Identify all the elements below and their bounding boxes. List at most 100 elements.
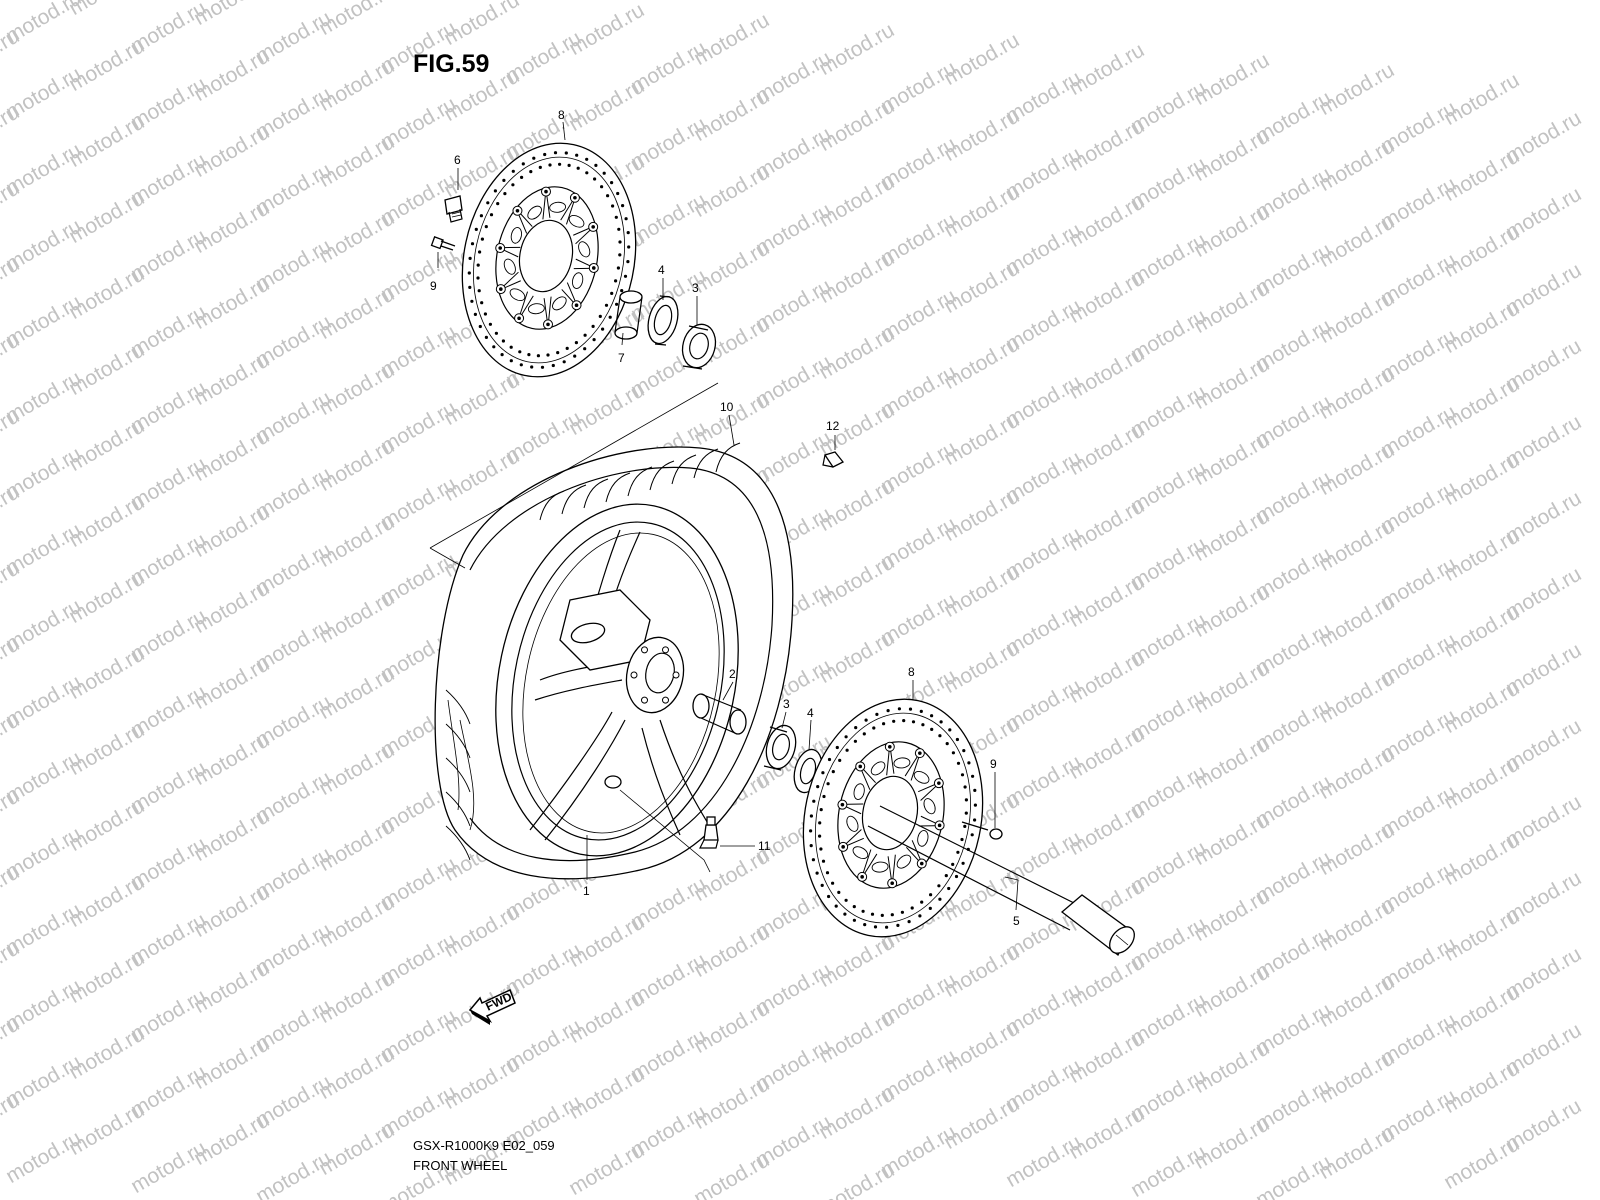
part-label-10: 10 [720,400,734,414]
disc-carrier-window [549,201,567,213]
leader-lines [429,121,1019,911]
disc-vent-hole [964,798,969,802]
part-label-6: 6 [454,153,461,167]
disc-vent-hole [809,844,813,848]
disc-vent-hole [608,315,612,319]
disc-vent-hole [538,165,542,169]
disc-vent-hole [973,803,978,807]
disc-vent-hole [939,720,943,724]
disc-floating-button-center [498,246,503,250]
disc-vent-hole [862,732,866,736]
disc-vent-hole [604,303,609,307]
disc-floating-button-center [919,861,924,866]
disc-vent-hole [509,345,513,349]
disc-carrier-window [852,846,869,859]
spacer-2 [692,693,747,735]
disc-vent-hole [910,906,914,910]
disc-floating-button-center [517,316,521,321]
disc-vent-hole [911,720,916,724]
disc-floating-button-center [544,189,548,194]
tire-tread-groove [605,472,631,503]
disc-vent-hole [815,871,819,875]
tire-tread-groove [445,757,471,793]
disc-vent-hole [956,850,960,854]
disc-vent-hole [930,714,934,718]
part-label-12: 12 [826,419,840,433]
tire-tread-groove [693,448,719,479]
tire-tread-groove [583,478,609,509]
disc-vent-hole [492,345,496,349]
disc-vent-hole [821,859,826,863]
disc-vent-hole [602,171,606,175]
disc-bolt-9-lower [961,821,1003,840]
disc-vent-hole [826,782,830,786]
disc-vent-hole [511,169,515,173]
disc-vent-hole [530,365,534,369]
disc-vent-hole [960,773,965,777]
disc-vent-hole [543,152,547,157]
tire-tread-groove [539,490,565,521]
disc-vent-hole [928,906,932,911]
tire-tread-groove [561,484,587,515]
disc-vent-hole [885,925,889,929]
disc-vent-hole [812,799,816,803]
disc-vent-hole [573,354,577,358]
disc-vent-hole [477,289,481,293]
hub-disc-bolt-hole [662,646,669,654]
disc-vent-hole [591,324,595,328]
disc-vent-hole [827,894,831,899]
disc-vent-hole [618,253,622,257]
disc-vent-hole [610,291,614,295]
part-label-8-upper: 8 [558,108,565,122]
disc-vent-hole [819,847,823,851]
disc-floating-button-center [546,322,550,327]
disc-vent-hole [961,861,965,865]
disc-vent-hole [626,231,630,235]
disc-vent-hole [835,745,839,750]
disc-floating-button-center [841,845,845,849]
disc-vent-hole [960,837,964,842]
disc-vent-hole [479,214,483,218]
disc-vent-hole [963,785,967,789]
disc-vent-hole [565,346,569,350]
disc-vent-hole [624,217,628,221]
disc-vent-hole [875,712,879,717]
part-number-labels: 8 6 9 7 4 3 10 12 2 3 4 8 9 5 1 11 [430,108,1020,928]
disc-vent-hole [863,923,867,927]
disc-vent-hole [818,821,822,825]
disc-vent-hole [627,245,631,249]
disc-vent-hole [951,862,955,867]
disc-vent-hole [478,324,482,329]
disc-floating-button-center [499,287,503,291]
section-title: FRONT WHEEL [413,1158,508,1173]
disc-carrier-window [923,798,936,815]
tire-tread-groove [627,466,653,497]
disc-carrier-window [509,288,526,302]
disc-vent-hole [585,171,589,175]
disc-vent-hole [820,883,824,888]
disc-vent-hole [502,178,506,182]
disc-vent-hole [476,263,480,267]
part-label-8-lower: 8 [908,665,915,679]
brake-disc-upper [461,142,637,378]
part-label-2: 2 [729,667,736,681]
disc-vent-hole [951,751,956,755]
disc-vent-hole [819,808,823,812]
disc-floating-button-center [840,802,845,807]
disc-vent-hole [872,726,876,730]
disc-vent-hole [853,739,858,743]
disc-vent-hole [576,166,580,170]
disc-carrier-window [846,815,859,832]
disc-vent-hole [470,242,475,246]
disc-floating-button-center [591,225,595,229]
disc-vent-hole [918,914,922,918]
disc-carrier-window [568,214,585,228]
balancer-weight-12 [822,451,845,468]
disc-vent-hole [500,353,504,357]
front-axle-5 [867,805,1135,957]
part-label-7: 7 [618,351,625,365]
disc-vent-hole [564,151,568,155]
disc-carrier-window [896,854,912,869]
disc-carrier-window [503,258,516,275]
